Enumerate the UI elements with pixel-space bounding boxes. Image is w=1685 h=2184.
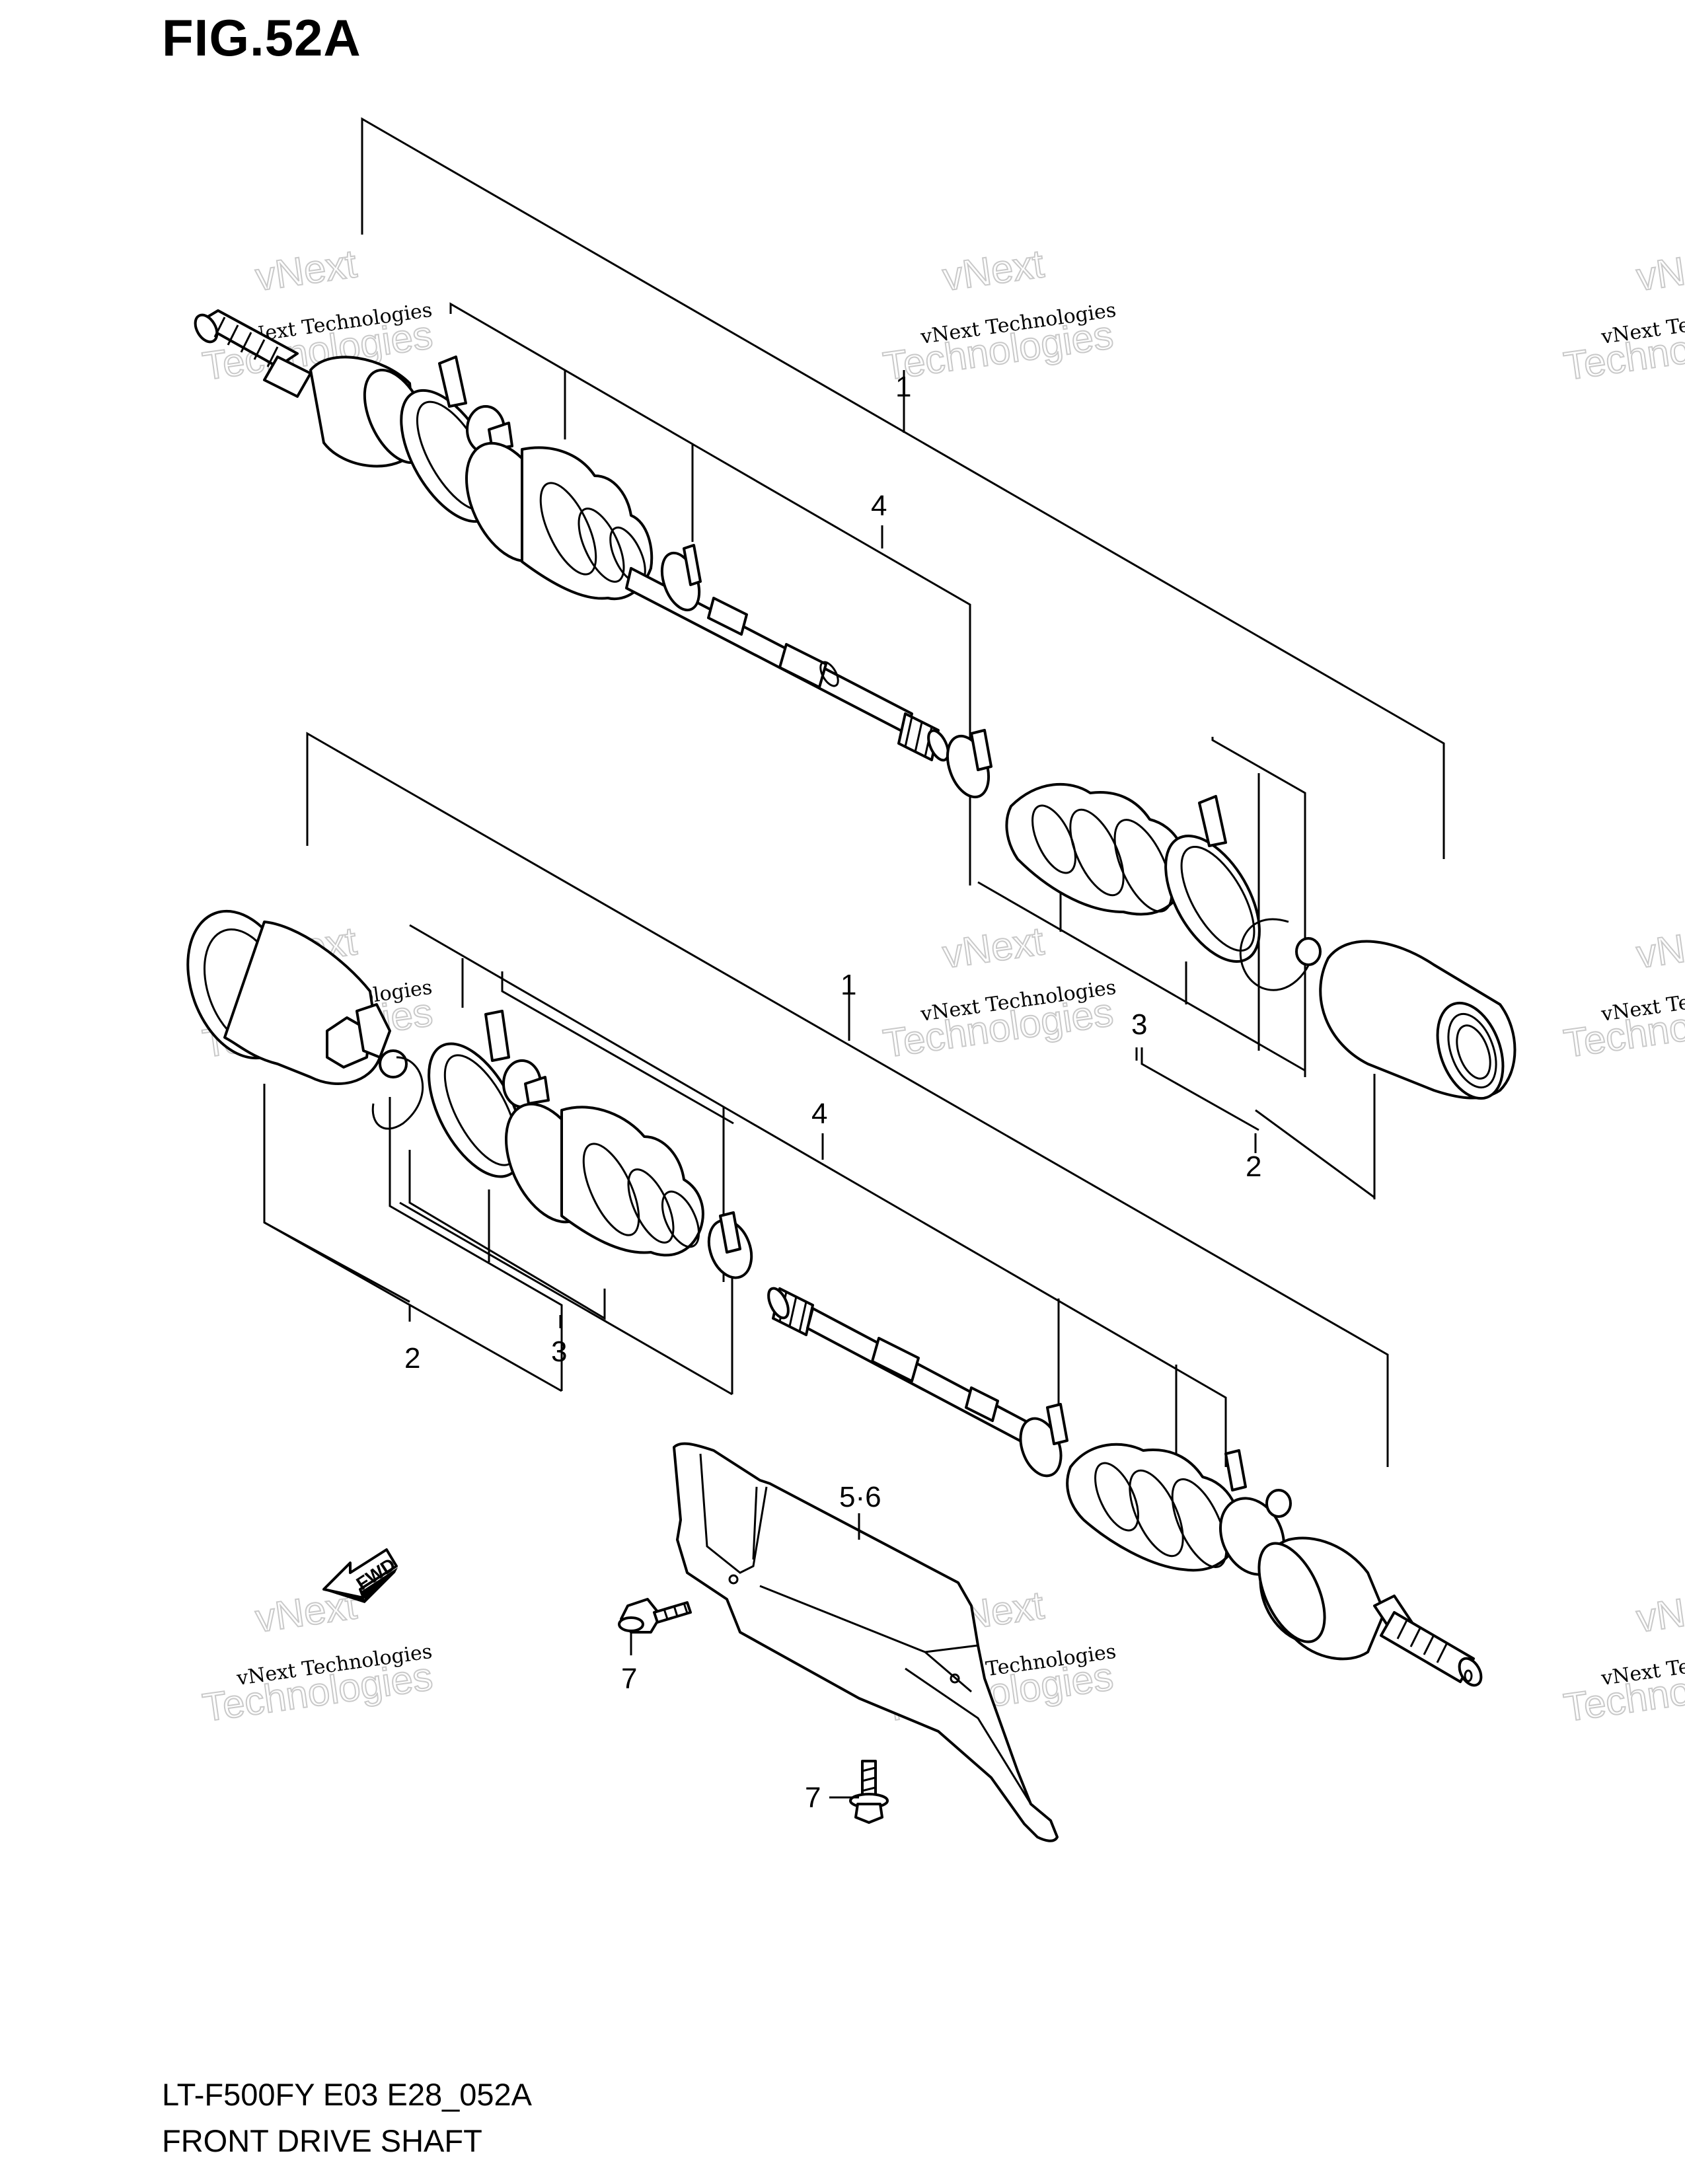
callout-5-6: 5·6 (839, 1481, 881, 1513)
watermark-2: vNext Technologies vNext Technologies (880, 241, 1117, 389)
callout-7-right: 7 (805, 1782, 821, 1814)
shaft-clamp-lower-left (707, 1211, 753, 1279)
boot-band-upper-right (1164, 795, 1261, 963)
outer-cv-housing-lower (1257, 1536, 1386, 1661)
shaft-guard-plate (673, 1442, 1059, 1842)
bracket-part-3a-lower (389, 1097, 563, 1391)
callout-2-upper: 2 (1246, 1150, 1261, 1183)
bracket-part-2-base-lower (264, 1221, 562, 1392)
inner-boot-bellows-upper (1005, 782, 1188, 916)
bracket-part-4a-upper (449, 302, 694, 542)
bracket-bottom-upper (977, 881, 1306, 1072)
outer-cv-spline-stub-lower (1373, 1595, 1483, 1687)
callout-3-upper: 3 (1131, 1008, 1147, 1041)
inner-cv-housing-upper (1319, 940, 1516, 1100)
svg-text:vNext: vNext (1633, 241, 1685, 299)
shaft-clamp-lower-right (1019, 1403, 1068, 1478)
watermark-3: vNext Technologies vNext Technologies (1560, 241, 1685, 389)
callout-4-lower: 4 (811, 1098, 827, 1130)
bracket-inner-group-upper (1211, 737, 1306, 1077)
bolt-right (849, 1760, 889, 1824)
figure-title: FIG.52A (162, 9, 361, 67)
bracket-part-3b-lower (408, 1150, 606, 1320)
upper-drive-shaft (194, 309, 1516, 1100)
svg-text:vNext: vNext (252, 241, 359, 299)
inner-spline-stub-upper (897, 712, 950, 762)
bracket-part-4b-lower (723, 1106, 1227, 1467)
outer-boot-bellows-upper (465, 441, 654, 601)
callout-1-upper: 1 (895, 371, 911, 403)
watermark-5: vNext Technologies vNext Technologies (880, 918, 1117, 1067)
boot-clamp-lower-left (502, 1059, 550, 1108)
inner-cv-housing-lower (186, 909, 391, 1085)
inner-boot-bellows-lower (504, 1102, 704, 1257)
section-name: FRONT DRIVE SHAFT (162, 2123, 482, 2158)
callout-1-lower: 1 (841, 969, 856, 1001)
watermark-7: vNext Technologies vNext Technologies (199, 1582, 435, 1731)
callout-7-left: 7 (621, 1663, 637, 1695)
model-code: LT-F500FY E03 E28_052A (162, 2077, 533, 2112)
inner-clamp-upper (946, 729, 992, 799)
svg-text:vNext: vNext (940, 919, 1047, 977)
axle-shaft-lower (767, 1287, 1039, 1449)
watermark-9: vNext Technologies vNext Technologies (1560, 1582, 1685, 1731)
svg-text:vNext: vNext (1633, 919, 1685, 977)
bracket-part-1-lower (306, 732, 1389, 1467)
callout-4-upper: 4 (871, 490, 887, 522)
circlip-upper (1239, 918, 1322, 991)
bracket-part-3-upper (1141, 1047, 1259, 1131)
bracket-part-2-lower-left (263, 1084, 410, 1303)
circlip-lower (371, 1049, 424, 1130)
callout-2-lower: 2 (404, 1342, 420, 1374)
outer-boot-bellows-lower (1066, 1443, 1241, 1572)
callout-3-lower: 3 (551, 1336, 567, 1368)
bracket-part-3-base-lower (399, 1201, 733, 1396)
bracket-part-2b-upper (1255, 1109, 1375, 1199)
outer-cv-spline-stub-upper (194, 309, 312, 398)
svg-text:vNext: vNext (940, 241, 1047, 299)
lower-drive-shaft (186, 909, 1483, 1687)
bracket-inner-lower (501, 971, 734, 1125)
watermark-6: vNext Technologies vNext Technologies (1560, 918, 1685, 1067)
shaft-clamp-upper-left (660, 544, 702, 612)
svg-text:vNext: vNext (1633, 1583, 1685, 1641)
bolt-left (618, 1598, 692, 1634)
axle-shaft-upper (625, 567, 913, 735)
